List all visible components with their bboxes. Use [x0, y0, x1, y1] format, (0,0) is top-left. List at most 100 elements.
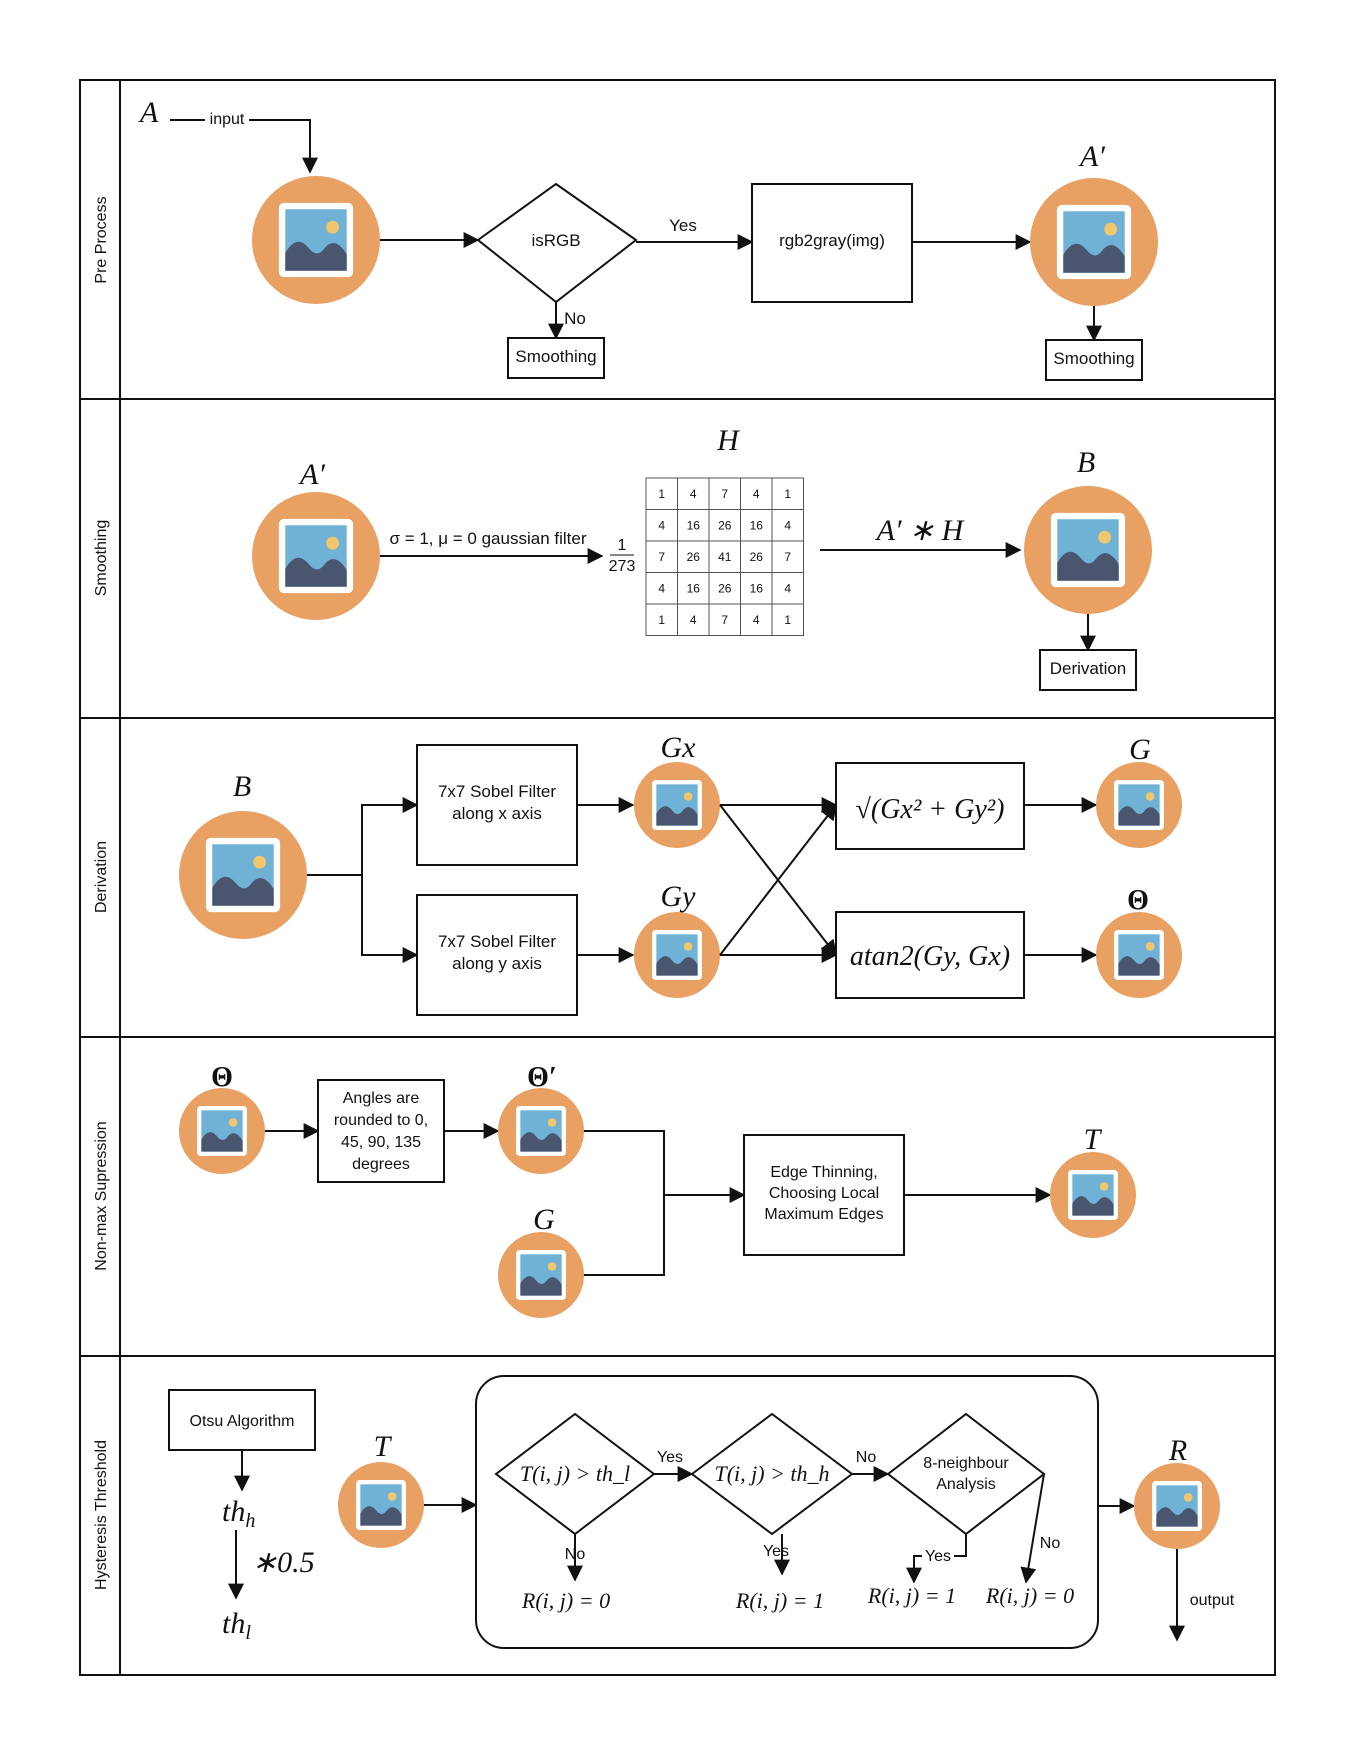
edge-thinning-line3: Maximum Edges	[764, 1206, 883, 1223]
input-label: input	[210, 111, 245, 128]
multiplier: ∗0.5	[252, 1546, 315, 1579]
kernel-value: 4	[753, 613, 760, 627]
smoothing-node-right-label: Smoothing	[1053, 349, 1134, 368]
image-icon	[1030, 178, 1158, 306]
gaussian-filter-label: σ = 1, μ = 0 gaussian filter	[389, 529, 586, 548]
kernel-value: 1	[784, 487, 791, 501]
var-theta-prime: Θ′	[527, 1062, 557, 1093]
edge-thinning-line2: Choosing Local	[769, 1185, 879, 1202]
yes-label: Yes	[657, 1449, 683, 1466]
lane-nonmax: Θ Angles are rounded to 0, 45, 90, 135 d…	[179, 1062, 1136, 1318]
kernel-cell	[677, 603, 710, 636]
image-icon	[1096, 762, 1182, 848]
angle-rounding-line3: 45, 90, 135	[341, 1134, 421, 1151]
kernel-value: 4	[784, 518, 791, 532]
kernel-value: 1	[658, 613, 665, 627]
otsu-box	[168, 1389, 316, 1451]
kernel-cell	[645, 572, 678, 605]
var-theta: Θ	[211, 1062, 233, 1093]
kernel-value: 26	[718, 518, 732, 532]
kernel-value: 1	[658, 487, 665, 501]
lane-hysteresis: Otsu Algorithm thh ∗0.5 thl T T(i, j) > …	[168, 1375, 1235, 1649]
kernel-cell	[708, 603, 741, 636]
image-icon	[1024, 486, 1152, 614]
result-zero-a: R(i, j) = 0	[521, 1588, 610, 1613]
kernel-cell	[708, 509, 741, 542]
kernel-value: 4	[690, 613, 697, 627]
no-label: No	[856, 1449, 877, 1466]
no-label: No	[1040, 1535, 1061, 1552]
kernel-cell	[740, 477, 773, 510]
otsu-label: Otsu Algorithm	[190, 1413, 295, 1430]
image-icon	[179, 1088, 265, 1174]
kernel-value: 41	[718, 550, 732, 564]
kernel-cell	[677, 540, 710, 573]
kernel-cell	[708, 572, 741, 605]
kernel-name: H	[716, 424, 741, 457]
lane-preprocess: A input isRGB Yes rgb2gray(img) A′ No Sm…	[138, 96, 1158, 381]
derivation-node	[1039, 649, 1137, 691]
var-r: R	[1168, 1434, 1187, 1467]
lane-label-hysteresis: Hysteresis Threshold	[93, 1440, 110, 1590]
smoothing-node-right	[1045, 339, 1143, 381]
edge-thinning-line1: Edge Thinning,	[770, 1164, 877, 1181]
result-zero-b: R(i, j) = 0	[985, 1583, 1074, 1608]
neighbour-line2: Analysis	[936, 1476, 996, 1493]
image-icon	[252, 492, 380, 620]
fraction-denominator: 273	[609, 558, 636, 575]
kernel-cell	[708, 540, 741, 573]
no-label: No	[565, 1546, 586, 1563]
image-icon	[1134, 1463, 1220, 1549]
kernel-value: 4	[784, 581, 791, 595]
rgb2gray-label: rgb2gray(img)	[779, 231, 885, 250]
image-icon	[634, 912, 720, 998]
lane-derivation: B 7x7 Sobel Filter along x axis 7x7 Sobe…	[179, 731, 1182, 1016]
kernel-value: 7	[784, 550, 791, 564]
decision-low-label: T(i, j) > th_l	[520, 1461, 630, 1486]
kernel-value: 26	[687, 550, 701, 564]
image-icon	[634, 762, 720, 848]
kernel-value: 4	[658, 581, 665, 595]
sobel-y-line2: along y axis	[452, 954, 542, 973]
kernel-value: 16	[750, 518, 764, 532]
magnitude-formula: √(Gx² + Gy²)	[856, 794, 1005, 825]
kernel-cell	[645, 540, 678, 573]
var-theta: Θ	[1127, 885, 1149, 916]
lane-label-nonmax: Non-max Supression	[93, 1121, 110, 1270]
decision-high-label: T(i, j) > th_h	[714, 1461, 829, 1486]
angle-rounding-line1: Angles are	[343, 1090, 420, 1107]
smoothing-node-left	[507, 337, 605, 379]
angle-rounding-line4: degrees	[352, 1156, 410, 1173]
lane-label-derivation: Derivation	[93, 841, 110, 913]
no-label: No	[564, 309, 586, 328]
var-a-prime: A′	[1078, 140, 1105, 173]
kernel-value: 26	[750, 550, 764, 564]
var-t: T	[374, 1430, 393, 1463]
decision-isrgb	[476, 182, 638, 304]
rgb2gray-box	[751, 183, 913, 303]
var-b: B	[1077, 446, 1095, 479]
kernel-value: 4	[690, 487, 697, 501]
th-low-base: thl	[222, 1607, 251, 1644]
sobel-y-box	[416, 894, 578, 1016]
kernel-cell	[771, 509, 804, 542]
kernel-value: 4	[658, 518, 665, 532]
sobel-y-line1: 7x7 Sobel Filter	[438, 932, 556, 951]
yes-label: Yes	[925, 1548, 951, 1565]
output-label: output	[1190, 1592, 1235, 1609]
var-a-prime: A′	[298, 458, 325, 491]
image-icon	[179, 811, 307, 939]
derivation-node-label: Derivation	[1050, 659, 1127, 678]
swimlanes: Pre Process Smoothing Derivation Non-max…	[79, 79, 1276, 1676]
sobel-x-line1: 7x7 Sobel Filter	[438, 782, 556, 801]
yes-label: Yes	[763, 1543, 789, 1560]
magnitude-box	[835, 762, 1025, 850]
smoothing-node-left-label: Smoothing	[515, 347, 596, 366]
kernel-value: 16	[687, 581, 701, 595]
kernel-value: 7	[721, 487, 728, 501]
kernel-cell	[740, 603, 773, 636]
th-high-base: thh	[222, 1495, 255, 1532]
kernel-value: 16	[687, 518, 701, 532]
